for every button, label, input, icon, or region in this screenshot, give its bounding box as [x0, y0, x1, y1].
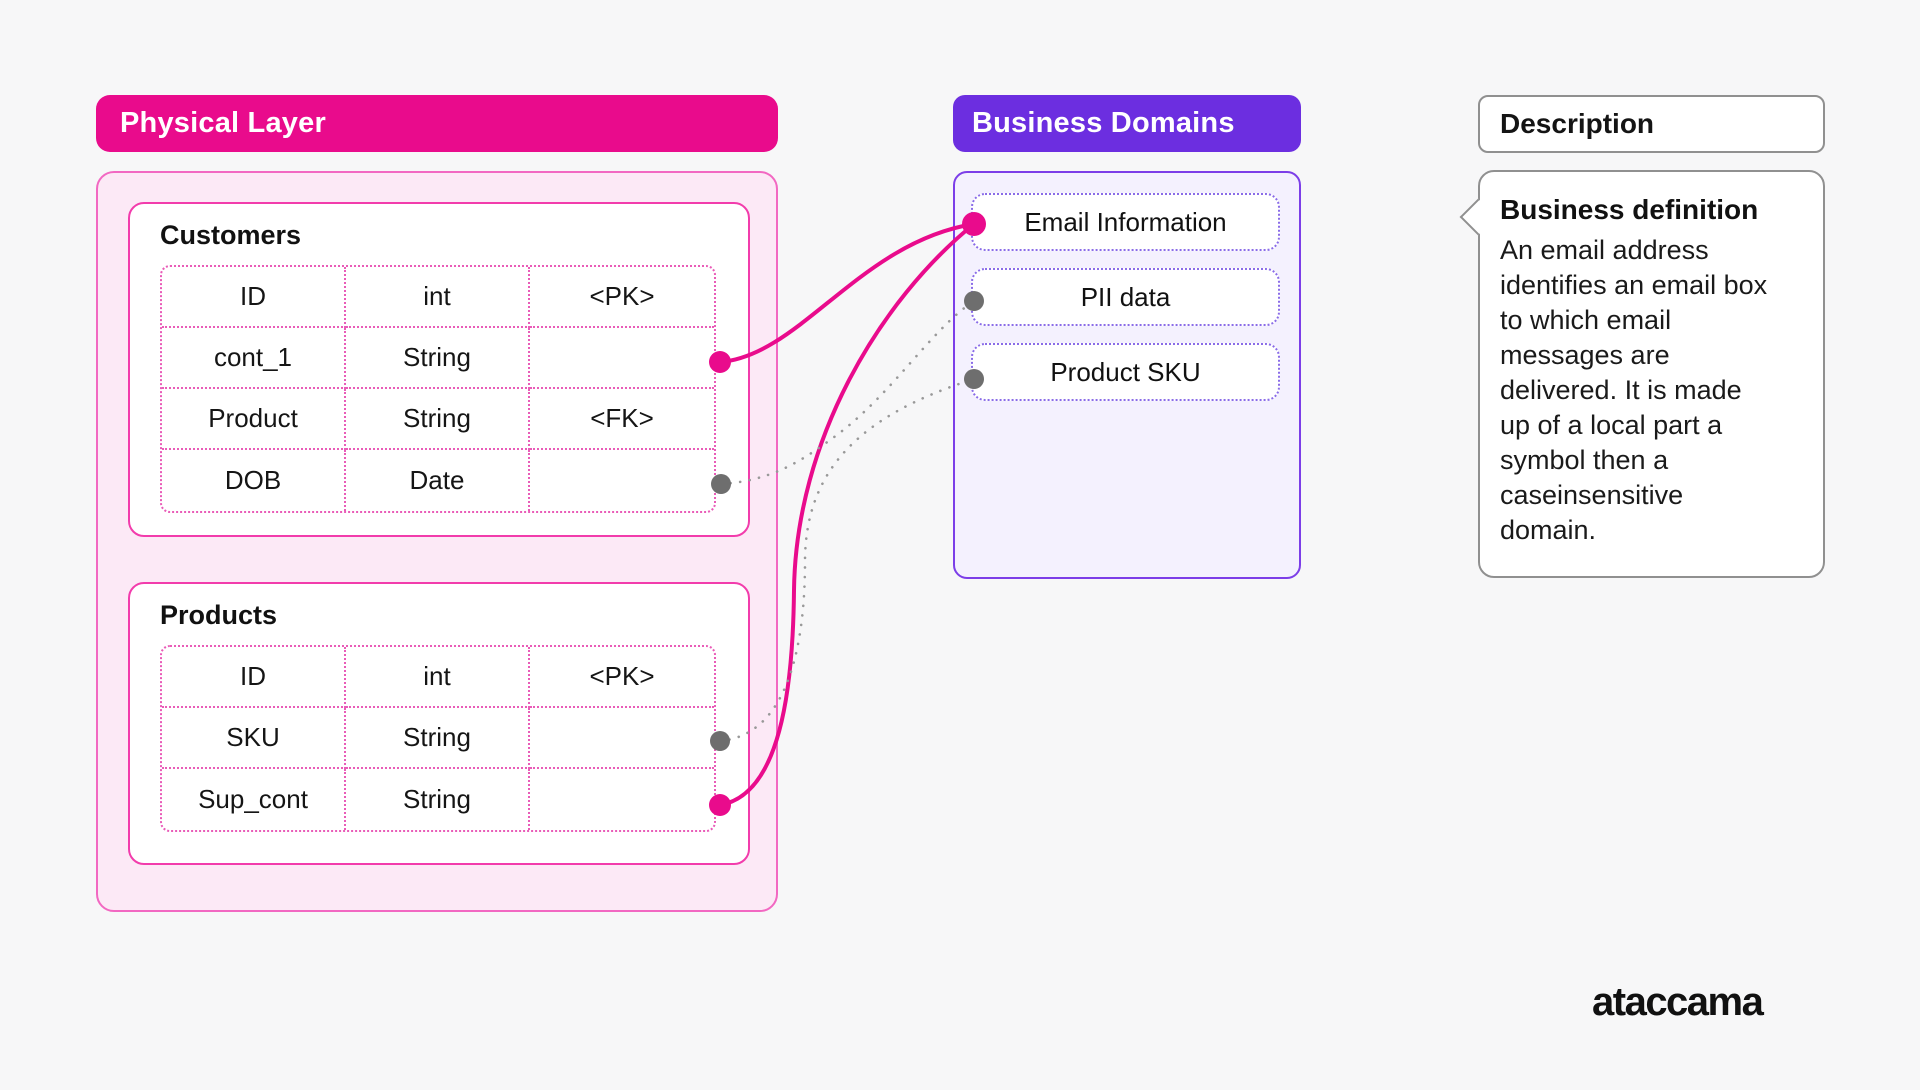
table-cell [530, 708, 714, 769]
customers-table-node[interactable]: Customers ID int <PK> cont_1 String Prod… [128, 202, 750, 537]
description-header: Description [1478, 95, 1825, 153]
speech-bubble-tail [1459, 198, 1497, 236]
table-cell: DOB [162, 450, 346, 511]
table-cell: <FK> [530, 389, 714, 450]
table-cell: int [346, 267, 530, 328]
table-cell: SKU [162, 708, 346, 769]
table-cell: Sup_cont [162, 769, 346, 830]
table-cell: Date [346, 450, 530, 511]
table-cell: ID [162, 647, 346, 708]
domain-item-pii-data[interactable]: PII data [971, 268, 1280, 326]
table-cell [530, 769, 714, 830]
table-cell: <PK> [530, 647, 714, 708]
table-cell: <PK> [530, 267, 714, 328]
domain-item-email-information[interactable]: Email Information [971, 193, 1280, 251]
table-cell: ID [162, 267, 346, 328]
table-cell: String [346, 769, 530, 830]
business-domains-header: Business Domains [953, 95, 1301, 152]
table-cell [530, 450, 714, 511]
products-title: Products [160, 600, 278, 630]
description-bubble: Business definition An email address ide… [1459, 170, 1825, 578]
customers-table: ID int <PK> cont_1 String Product String… [160, 265, 716, 513]
business-definition-heading: Business definition [1500, 194, 1759, 225]
products-table: ID int <PK> SKU String Sup_cont String [160, 645, 716, 832]
table-cell: String [346, 328, 530, 389]
domain-item-product-sku[interactable]: Product SKU [971, 343, 1280, 401]
table-cell: Product [162, 389, 346, 450]
table-cell: int [346, 647, 530, 708]
business-definition-body: An email address identifies an email box… [1500, 235, 1768, 545]
physical-layer-header: Physical Layer [96, 95, 778, 152]
table-cell: String [346, 708, 530, 769]
table-cell: cont_1 [162, 328, 346, 389]
table-cell [530, 328, 714, 389]
table-cell: String [346, 389, 530, 450]
customers-title: Customers [160, 220, 302, 250]
ataccama-logo: ataccama [1592, 980, 1764, 1024]
products-table-node[interactable]: Products ID int <PK> SKU String Sup_cont… [128, 582, 750, 865]
